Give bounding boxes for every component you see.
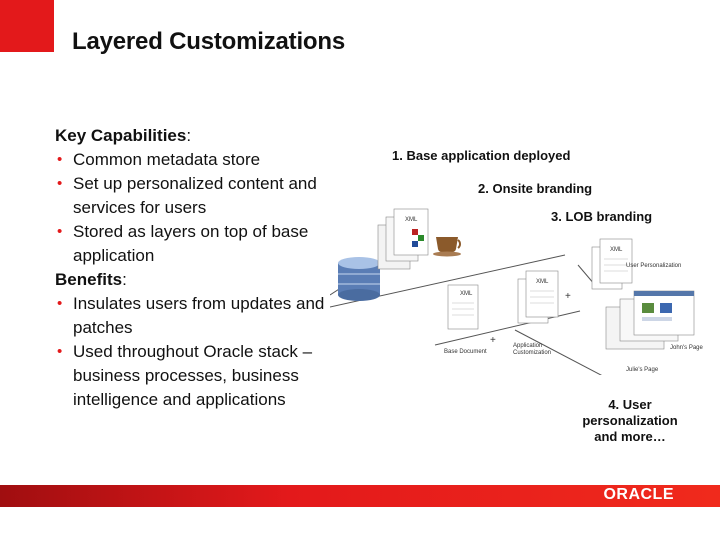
slide-title: Layered Customizations xyxy=(72,28,345,55)
customization-document-icon: XML xyxy=(517,270,559,324)
list-item: Stored as layers on top of base applicat… xyxy=(55,220,355,268)
app-customization-label-2: Customization xyxy=(513,350,551,356)
user-doc-xml-text: XML xyxy=(610,247,623,253)
step4-line: 4. User xyxy=(608,397,652,412)
customization-diagram: XML XML Base Document + XML Application … xyxy=(330,208,703,375)
xml-document-stack-icon: XML xyxy=(377,208,429,270)
base-doc-xml-text: XML xyxy=(460,291,473,297)
coffee-cup-icon xyxy=(433,237,461,257)
list-item: Common metadata store xyxy=(55,148,355,172)
list-item: Set up personalized content and services… xyxy=(55,172,355,220)
user-personalization-label: User Personalization xyxy=(626,263,681,269)
list-item: Insulates users from updates and patches xyxy=(55,292,355,340)
johns-page-label: John's Page xyxy=(670,345,703,351)
title-accent-square xyxy=(0,0,54,52)
benefits-heading: Benefits: xyxy=(55,270,127,289)
footer-bar: ORACLE xyxy=(0,485,720,507)
step3-label: 3. LOB branding xyxy=(551,209,653,224)
base-document-icon: XML xyxy=(447,284,479,330)
step4-line: and more… xyxy=(594,429,666,444)
doc-xml-text: XML xyxy=(405,217,418,223)
capabilities-heading: Key Capabilities: xyxy=(55,126,192,145)
plus-sign: + xyxy=(565,291,571,302)
step1-label: 1. Base application deployed xyxy=(392,148,571,163)
plus-sign: + xyxy=(490,335,496,346)
bullet-content: Key Capabilities: Common metadata store … xyxy=(55,124,355,412)
connector-line xyxy=(514,329,602,375)
list-item: Used throughout Oracle stack – business … xyxy=(55,340,355,412)
custom-doc-xml-text: XML xyxy=(536,279,549,285)
capabilities-list: Common metadata store Set up personalize… xyxy=(55,148,355,268)
capabilities-heading-text: Key Capabilities xyxy=(55,126,187,145)
step4-label: 4. User personalization and more… xyxy=(570,397,690,445)
benefits-heading-text: Benefits xyxy=(55,270,123,289)
oracle-logo: ORACLE xyxy=(603,486,674,503)
user-personalization-document-icon: XML xyxy=(591,238,633,290)
step4-line: personalization xyxy=(582,413,678,428)
app-customization-label-1: Application xyxy=(513,343,542,349)
julies-page-label: Julie's Page xyxy=(626,367,659,373)
database-icon xyxy=(338,257,380,301)
base-document-label: Base Document xyxy=(444,349,487,355)
benefits-list: Insulates users from updates and patches… xyxy=(55,292,355,412)
step2-label: 2. Onsite branding xyxy=(478,181,593,196)
personalized-page-stack-icon xyxy=(605,290,695,350)
